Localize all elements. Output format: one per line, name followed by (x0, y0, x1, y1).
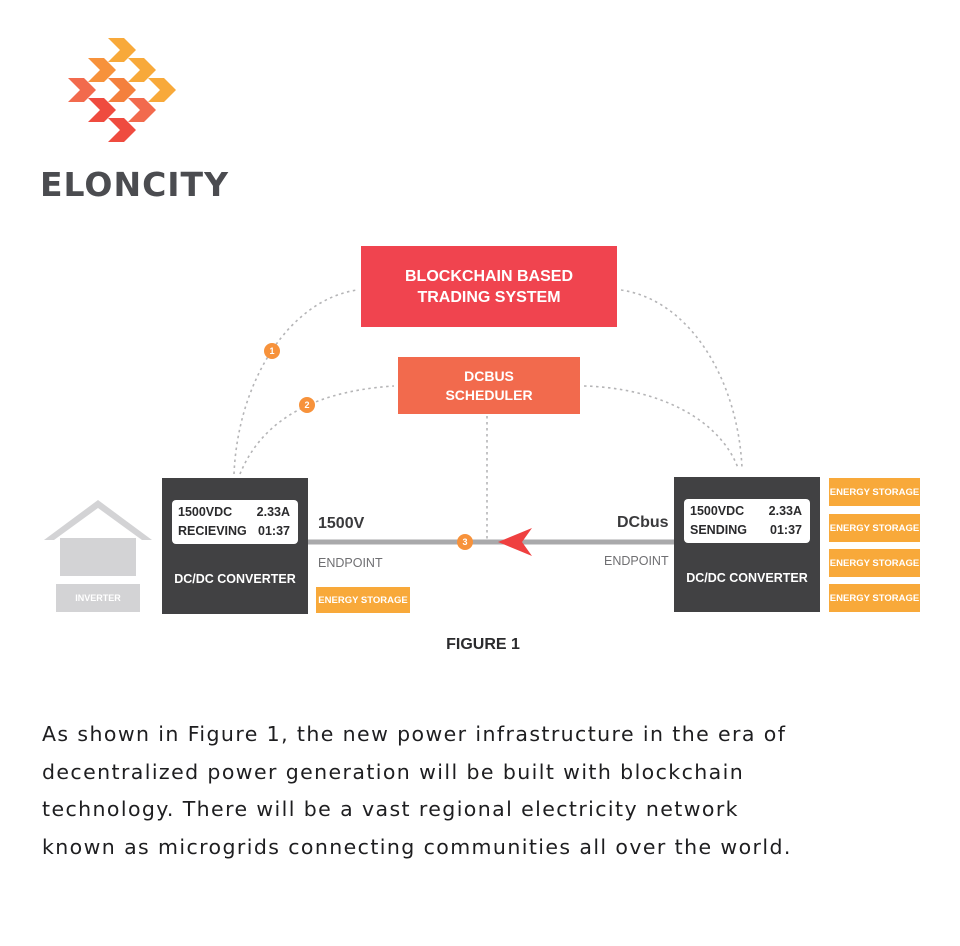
right-converter-label: DC/DC CONVERTER (686, 571, 808, 585)
right-time: 01:37 (770, 523, 802, 537)
caption-line-4: known as microgrids connecting communiti… (42, 834, 792, 859)
trading-system-line1: BLOCKCHAIN BASED (405, 267, 573, 285)
left-current: 2.33A (256, 505, 290, 519)
left-endpoint-label: ENDPOINT (318, 556, 383, 570)
caption-line-1: As shown in Figure 1, the new power infr… (42, 722, 787, 746)
step-1-label: 1 (269, 346, 274, 356)
right-energy-storage-2: ENERGY STORAGE (829, 514, 920, 542)
right-energy-storage-3: ENERGY STORAGE (829, 549, 920, 577)
scheduler-line1: DCBUS (464, 367, 514, 384)
left-converter-label: DC/DC CONVERTER (174, 572, 296, 586)
diagram-connections: 1 2 3 (44, 289, 743, 612)
right-converter-display: 1500VDC 2.33A SENDING 01:37 (684, 499, 810, 543)
blockchain-trading-system-box: BLOCKCHAIN BASED TRADING SYSTEM (361, 246, 617, 327)
dcbus-scheduler-box: DCBUS SCHEDULER (398, 357, 580, 414)
left-voltage-label: 1500V (318, 515, 365, 532)
right-energy-storage-1: ENERGY STORAGE (829, 478, 920, 506)
caption-paragraph: As shown in Figure 1, the new power infr… (42, 716, 942, 866)
right-bus-label: DCbus (617, 514, 669, 531)
right-voltage: 1500VDC (690, 504, 745, 518)
inverter-label: INVERTER (75, 593, 121, 603)
house-icon (44, 500, 152, 612)
right-current: 2.33A (768, 504, 802, 518)
right-dc-converter: 1500VDC 2.33A SENDING 01:37 DC/DC CONVERTE… (674, 477, 820, 612)
caption-line-2: decentralized power generation will be b… (42, 759, 745, 784)
right-energy-storage-4: ENERGY STORAGE (829, 584, 920, 612)
figure-label: FIGURE 1 (446, 636, 520, 653)
left-converter-display: 1500VDC 2.33A RECIEVING 01:37 (172, 500, 298, 544)
caption-line-3: technology. There will be a vast regiona… (42, 797, 739, 821)
left-energy-storage: ENERGY STORAGE (316, 587, 410, 613)
left-dc-converter: 1500VDC 2.33A RECIEVING 01:37 DC/DC CONVER… (162, 478, 308, 614)
step-markers (264, 343, 473, 550)
right-status: SENDING (690, 523, 747, 537)
right-endpoint-label: ENDPOINT (604, 554, 669, 568)
logo-wordmark: ELONCITY (40, 165, 229, 204)
left-voltage: 1500VDC (178, 505, 233, 519)
step-2-label: 2 (304, 400, 309, 410)
trading-system-line2: TRADING SYSTEM (417, 288, 561, 306)
left-time: 01:37 (258, 524, 290, 538)
left-status: RECIEVING (178, 524, 247, 538)
power-flow-arrow-icon (498, 528, 532, 556)
step-3-label: 3 (462, 537, 467, 547)
scheduler-line2: SCHEDULER (445, 386, 533, 403)
eloncity-logo-icon (68, 38, 176, 142)
